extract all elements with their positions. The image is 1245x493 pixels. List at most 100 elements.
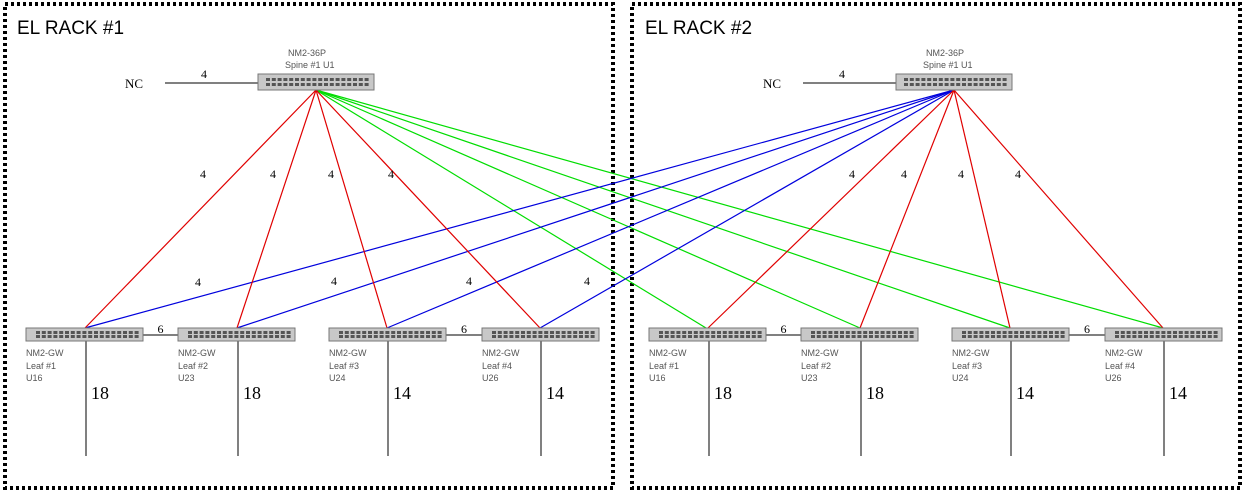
leaf-port-top (286, 331, 291, 334)
leaf-port-top (740, 331, 745, 334)
leaf-port-bottom (973, 335, 978, 338)
leaf-port-top (746, 331, 750, 334)
leaf-port-bottom (426, 335, 430, 338)
nc-label-rack1: NC (125, 76, 143, 91)
leaf-port-top (728, 331, 733, 334)
spine-port-top (335, 78, 340, 81)
leaf-port-top (996, 331, 1001, 334)
leaf-port-bottom (567, 335, 572, 338)
leaf-port-bottom (431, 335, 436, 338)
leaf-port-top (717, 331, 721, 334)
spine-port-bottom (283, 83, 288, 86)
leaf-port-bottom (1060, 335, 1065, 338)
leaf-model: NM2-GW (26, 348, 64, 358)
leaf-port-bottom (746, 335, 750, 338)
leaf-port-bottom (1115, 335, 1119, 338)
leaf-port-bottom (128, 335, 133, 338)
leaf-port-bottom (532, 335, 537, 338)
leaf-port-bottom (705, 335, 710, 338)
leaf-port-top (532, 331, 537, 334)
inter-leaf-count: 6 (781, 322, 787, 336)
leaf-port-top (857, 331, 862, 334)
spine-port-top (271, 78, 276, 81)
leaf-port-top (99, 331, 104, 334)
rack-1-title: EL RACK #1 (17, 18, 124, 39)
leaf-port-bottom (1144, 335, 1148, 338)
spine-port-top (324, 78, 328, 81)
inter-leaf-count: 6 (461, 322, 467, 336)
leaf-port-top (526, 331, 531, 334)
link-r1spine-r2leaf1 (315, 89, 707, 329)
leaf-port-bottom (996, 335, 1001, 338)
leaf-port-top (892, 331, 897, 334)
spine-port-bottom (266, 83, 270, 86)
leaf-port-top (199, 331, 204, 334)
leaf-port-bottom (1161, 335, 1166, 338)
leaf-port-top (1049, 331, 1053, 334)
spine-port-bottom (300, 83, 305, 86)
leaf-unit: U16 (649, 373, 666, 383)
leaf-unit: U24 (952, 373, 969, 383)
leaf-port-bottom (344, 335, 349, 338)
leaf-switch-icon (1104, 327, 1223, 342)
leaf-port-top (134, 331, 139, 334)
leaf-port-top (128, 331, 133, 334)
leaf-name: Leaf #3 (329, 361, 359, 371)
uplink-count: 4 (901, 167, 907, 181)
leaf-port-bottom (751, 335, 756, 338)
leaf-port-top (1155, 331, 1160, 334)
uplink-count: 4 (328, 167, 334, 181)
leaf-port-top (880, 331, 885, 334)
leaf-port-bottom (734, 335, 739, 338)
leaf-port-bottom (757, 335, 762, 338)
leaf-port-bottom (693, 335, 698, 338)
leaf-port-bottom (699, 335, 704, 338)
leaf-port-bottom (275, 335, 279, 338)
leaf-port-top (1190, 331, 1195, 334)
link-rack2-spine-leaf3 (953, 89, 1011, 329)
spine-port-top (364, 78, 369, 81)
spine-port-top (933, 78, 937, 81)
uplink-count: 4 (1015, 167, 1021, 181)
spine-port-bottom (353, 83, 357, 86)
leaf-port-top (1178, 331, 1183, 334)
leaf-port-top (339, 331, 343, 334)
leaf-downlink-count: 18 (243, 383, 261, 403)
spine-port-bottom (921, 83, 926, 86)
spine-port-bottom (341, 83, 346, 86)
leaf-port-top (1115, 331, 1119, 334)
leaf-port-top (874, 331, 879, 334)
leaf-port-bottom (573, 335, 578, 338)
leaf-port-bottom (979, 335, 984, 338)
leaf-port-top (555, 331, 560, 334)
leaf-port-bottom (1196, 335, 1201, 338)
leaf-port-bottom (722, 335, 727, 338)
leaf-port-top (1202, 331, 1206, 334)
leaf-port-bottom (670, 335, 675, 338)
leaf-port-top (869, 331, 873, 334)
leaf-chassis (177, 327, 296, 342)
leaf-port-top (1149, 331, 1154, 334)
spine-name-rack2: Spine #1 U1 (923, 60, 973, 70)
leaf-port-top (985, 331, 990, 334)
leaf-port-bottom (659, 335, 663, 338)
leaf-name: Leaf #4 (482, 361, 512, 371)
leaf-port-bottom (82, 335, 87, 338)
leaf-port-top (1008, 331, 1013, 334)
leaf-port-bottom (1132, 335, 1137, 338)
leaf-downlink-count: 18 (866, 383, 884, 403)
leaf-model: NM2-GW (482, 348, 520, 358)
leaf-port-top (368, 331, 372, 334)
leaf-port-bottom (1049, 335, 1053, 338)
leaf-port-top (1144, 331, 1148, 334)
link-rack2-spine-leaf2 (859, 89, 955, 329)
leaf-port-top (550, 331, 554, 334)
leaf-downlink-count: 18 (91, 383, 109, 403)
leaf-switch-icon (951, 327, 1070, 342)
leaf-port-top (1196, 331, 1201, 334)
spine-port-bottom (271, 83, 276, 86)
leaf-port-bottom (555, 335, 560, 338)
leaf-unit: U26 (1105, 373, 1122, 383)
leaf-port-bottom (1025, 335, 1030, 338)
leaf-port-top (41, 331, 46, 334)
